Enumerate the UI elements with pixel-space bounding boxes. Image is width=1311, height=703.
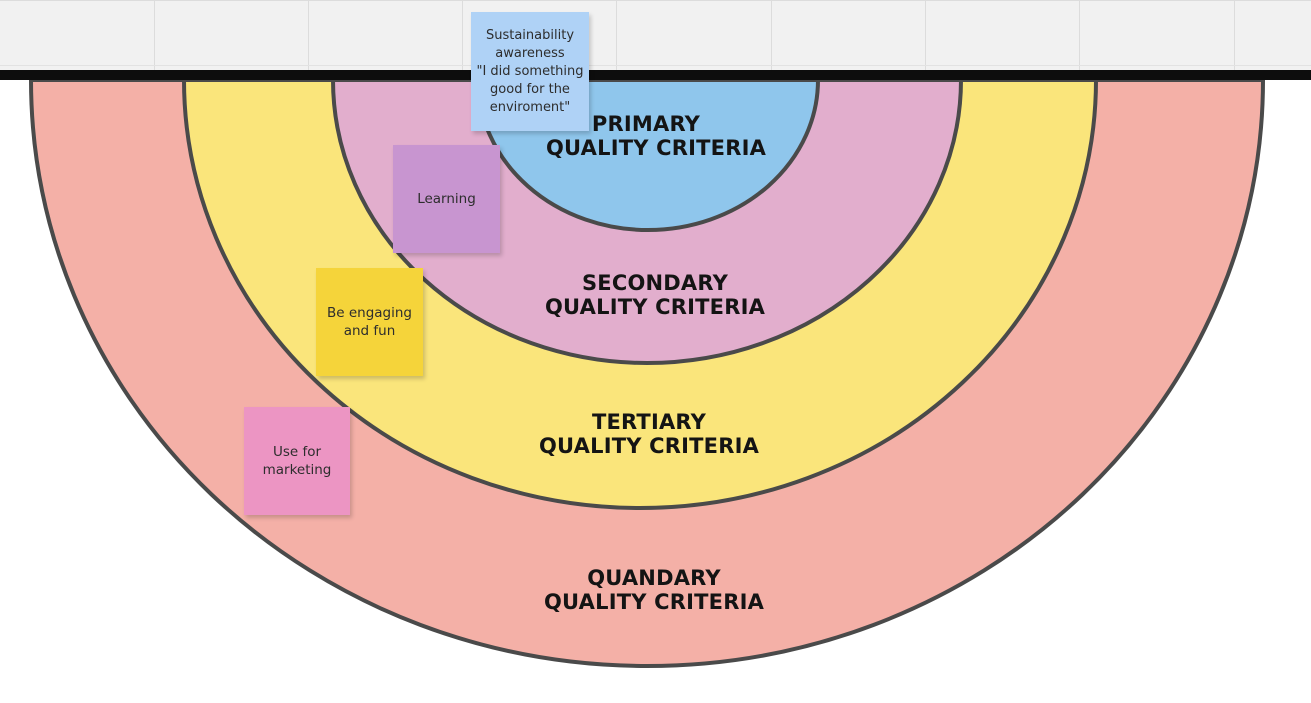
tertiary-label-line1: TERTIARY (591, 410, 707, 434)
sticky-note-sustainability[interactable]: Sustainability awareness "I did somethin… (471, 12, 589, 131)
grid-column-line (308, 1, 309, 71)
tertiary-label: TERTIARY QUALITY CRITERIA (539, 410, 759, 458)
sticky-note-learning[interactable]: Learning (393, 145, 500, 253)
spreadsheet-grid-strip (0, 0, 1311, 71)
primary-label-line1: PRIMARY (591, 112, 701, 136)
quandary-label-line2: QUALITY CRITERIA (544, 590, 765, 614)
primary-label: PRIMARY QUALITY CRITERIA (546, 112, 767, 160)
grid-column-line (1234, 1, 1235, 71)
top-border-bar (0, 70, 1311, 80)
grid-column-line (771, 1, 772, 71)
quandary-label: QUANDARY QUALITY CRITERIA (544, 566, 764, 614)
quandary-label-line1: QUANDARY (587, 566, 721, 590)
grid-column-line (1079, 1, 1080, 71)
primary-label-line2: QUALITY CRITERIA (546, 136, 767, 160)
sticky-note-marketing[interactable]: Use for marketing (244, 407, 350, 515)
grid-column-line (616, 1, 617, 71)
tertiary-label-line2: QUALITY CRITERIA (539, 434, 760, 458)
secondary-label-line1: SECONDARY (581, 271, 729, 295)
secondary-label-line2: QUALITY CRITERIA (545, 295, 766, 319)
grid-column-line (462, 1, 463, 71)
sticky-note-engaging[interactable]: Be engaging and fun (316, 268, 423, 376)
grid-column-line (154, 1, 155, 71)
secondary-label: SECONDARY QUALITY CRITERIA (545, 271, 765, 319)
grid-row-line (0, 65, 1311, 66)
grid-column-line (925, 1, 926, 71)
